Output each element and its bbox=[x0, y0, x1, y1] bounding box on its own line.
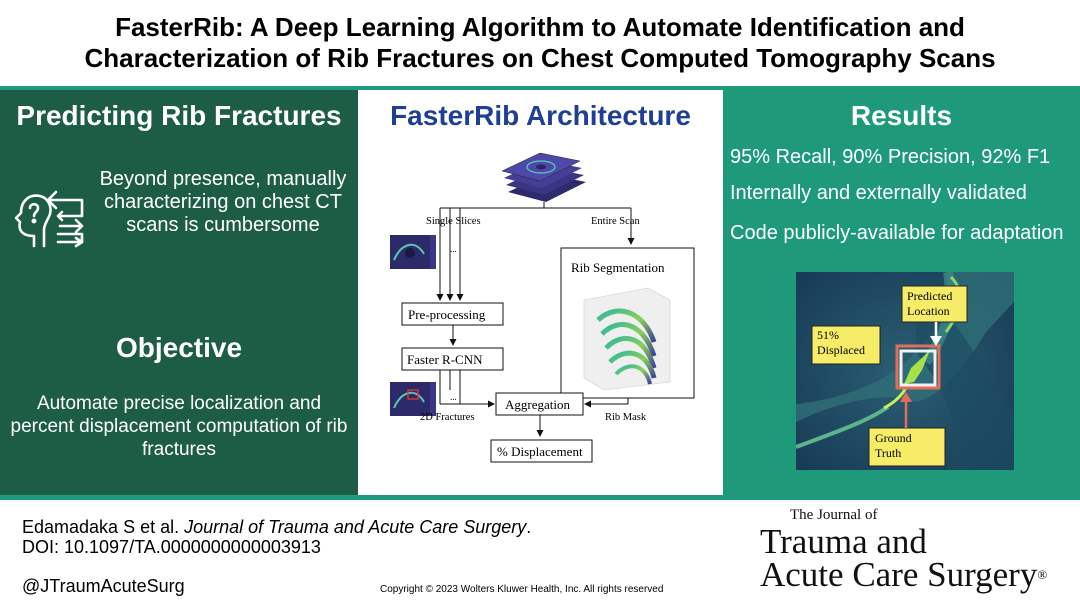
rib-mask-label: Rib Mask bbox=[605, 412, 647, 423]
ellipsis-top: ... bbox=[450, 244, 457, 254]
objective-text: Automate precise localization and percen… bbox=[10, 393, 348, 460]
ground-truth-box bbox=[895, 344, 941, 390]
results-metrics: 95% Recall, 90% Precision, 92% F1 bbox=[730, 146, 1051, 168]
title-line-2: Characterization of Rib Fractures on Che… bbox=[84, 43, 996, 73]
architecture-diagram: Single Slices Entire Scan ... Rib Segmen… bbox=[390, 152, 695, 463]
journal-logo-line2: Acute Care Surgery bbox=[760, 555, 1038, 594]
citation-authors: Edamadaka S et al. bbox=[22, 517, 185, 537]
title-divider bbox=[0, 86, 1080, 90]
results-heading: Results bbox=[850, 100, 953, 131]
results-code: Code publicly-available for adaptation bbox=[730, 222, 1064, 244]
predicted-box bbox=[899, 349, 937, 387]
left-panel: Predicting Rib Fractures Beyond presence… bbox=[0, 90, 358, 495]
faster-rcnn-label: Faster R-CNN bbox=[407, 352, 483, 367]
registered-mark: ® bbox=[1037, 567, 1048, 582]
citation-journal: Journal of Trauma and Acute Care Surgery bbox=[184, 517, 527, 537]
ct-scan-stack bbox=[501, 152, 586, 202]
architecture-heading: FasterRib Architecture bbox=[390, 100, 691, 131]
bottom-divider bbox=[0, 495, 1080, 500]
predicting-text: Beyond presence, manually characterizing… bbox=[99, 168, 347, 236]
ground-truth-callout bbox=[868, 427, 946, 467]
displacement-label: % Displacement bbox=[497, 444, 583, 459]
citation: Edamadaka S et al. Journal of Trauma and… bbox=[22, 517, 531, 557]
journal-logo: The Journal of Trauma and Acute Care Sur… bbox=[760, 505, 1070, 594]
twitter-handle[interactable]: @JTraumAcuteSurg bbox=[22, 576, 185, 596]
objective-heading: Objective bbox=[115, 332, 243, 363]
displacement-box bbox=[490, 439, 593, 463]
single-slices-label: Single Slices bbox=[426, 216, 481, 227]
copyright-notice: Copyright © 2023 Wolters Kluwer Health, … bbox=[380, 584, 664, 595]
faster-rcnn-box bbox=[401, 347, 504, 371]
title-line-1: FasterRib: A Deep Learning Algorithm to … bbox=[115, 12, 965, 42]
preprocessing-label: Pre-processing bbox=[408, 307, 486, 322]
right-panel: Results 95% Recall, 90% Precision, 92% F… bbox=[723, 90, 1080, 495]
infographic-title: FasterRib: A Deep Learning Algorithm to … bbox=[0, 0, 1080, 86]
displaced-label: 51%Displaced bbox=[817, 328, 865, 357]
middle-panel: FasterRib Architecture S bbox=[358, 90, 723, 495]
fracture-slice-thumbnail bbox=[390, 382, 436, 416]
results-validation: Internally and externally validated bbox=[730, 182, 1027, 204]
single-slice-thumbnail bbox=[390, 235, 436, 269]
citation-doi[interactable]: DOI: 10.1097/TA.0000000000003913 bbox=[22, 537, 321, 557]
predicted-location-callout bbox=[901, 285, 968, 323]
predicting-heading: Predicting Rib Fractures bbox=[16, 100, 342, 131]
fractures-2d-label: 2D Fractures bbox=[420, 412, 475, 423]
aggregation-label: Aggregation bbox=[505, 397, 570, 412]
citation-period: . bbox=[526, 517, 532, 537]
displaced-callout bbox=[811, 325, 881, 365]
rib-segmentation-render bbox=[583, 287, 671, 391]
journal-logo-small: The Journal of bbox=[790, 507, 878, 523]
entire-scan-label: Entire Scan bbox=[591, 216, 640, 227]
decision-thinking-icon bbox=[14, 190, 84, 248]
journal-logo-line1: Trauma and bbox=[760, 522, 927, 561]
ellipsis-bottom: ... bbox=[450, 392, 457, 402]
rib-segmentation-label: Rib Segmentation bbox=[571, 260, 665, 275]
